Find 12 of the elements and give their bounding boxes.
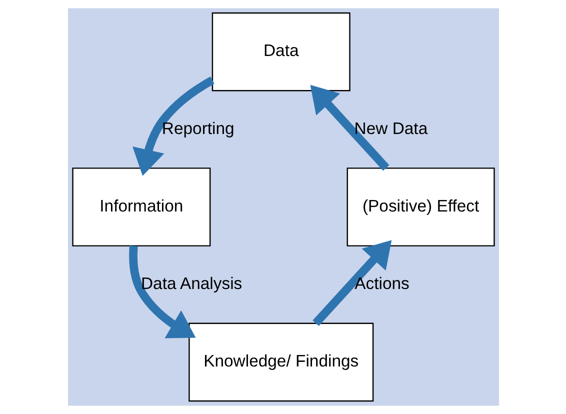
node-box: (Positive) Effect bbox=[346, 168, 494, 246]
arrow bbox=[310, 84, 389, 171]
arrow bbox=[312, 240, 392, 326]
edge-label: Reporting bbox=[161, 118, 234, 138]
node-box: Information bbox=[72, 168, 210, 246]
edge-label: Actions bbox=[354, 274, 409, 294]
arrow bbox=[132, 76, 214, 176]
edge-label: Data Analysis bbox=[140, 274, 242, 294]
edge-label: New Data bbox=[354, 118, 428, 138]
node-box: Knowledge/ Findings bbox=[188, 322, 374, 402]
arrow bbox=[128, 246, 196, 338]
node-box: Data bbox=[211, 12, 350, 92]
